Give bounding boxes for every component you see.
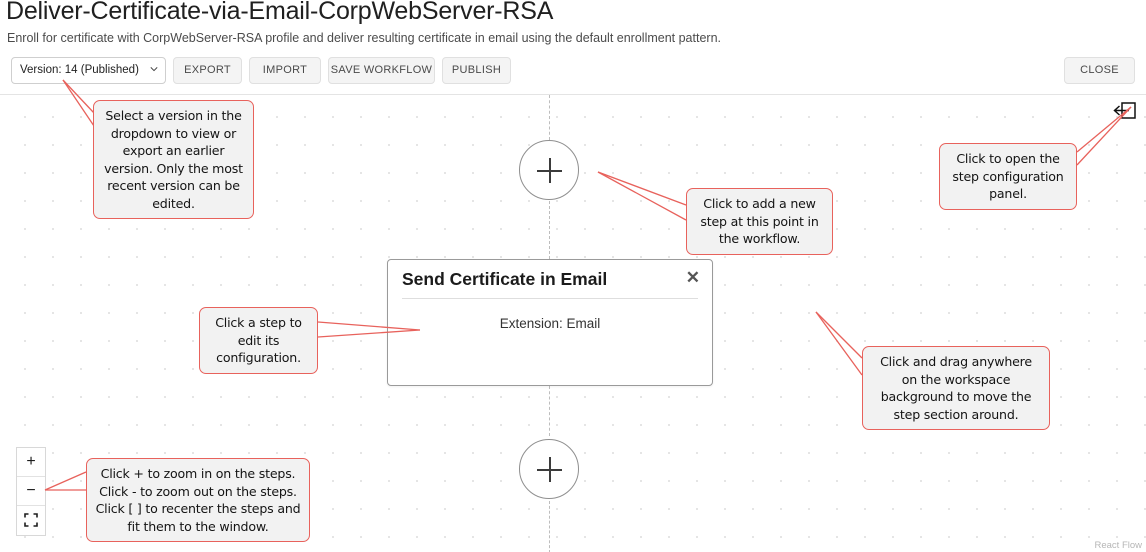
zoom-controls: + − <box>16 447 46 536</box>
callout-version-dropdown: Select a version in the dropdown to view… <box>93 100 254 219</box>
callout-add-step: Click to add a new step at this point in… <box>686 188 833 255</box>
react-flow-attribution: React Flow <box>1094 540 1142 551</box>
divider <box>402 298 698 299</box>
panel-left-arrow-icon <box>1113 102 1136 119</box>
connector-line <box>549 95 550 140</box>
workflow-step-card[interactable]: Send Certificate in Email ✕ Extension: E… <box>387 259 713 386</box>
step-card-body: Extension: Email <box>499 316 601 331</box>
version-select[interactable]: Version: 14 (Published) <box>11 57 166 84</box>
export-button[interactable]: EXPORT <box>173 57 242 84</box>
chevron-down-icon <box>150 67 158 72</box>
version-select-value: Version: 14 (Published) <box>20 64 139 76</box>
callout-zoom-controls: Click + to zoom in on the steps. Click -… <box>86 458 310 542</box>
callout-config-panel: Click to open the step configuration pan… <box>939 143 1077 210</box>
add-step-button-bottom[interactable] <box>519 439 579 499</box>
connector-line <box>549 386 550 436</box>
callout-edit-step: Click a step to edit its configuration. <box>199 307 318 374</box>
step-card-title: Send Certificate in Email <box>402 269 608 289</box>
connector-line <box>549 201 550 259</box>
connector-line <box>549 501 550 552</box>
open-config-panel-icon[interactable] <box>1113 100 1137 122</box>
callout-drag-canvas: Click and drag anywhere on the workspace… <box>862 346 1050 430</box>
toolbar: Version: 14 (Published) EXPORT IMPORT SA… <box>0 56 1146 94</box>
import-button[interactable]: IMPORT <box>249 57 321 84</box>
save-workflow-button[interactable]: SAVE WORKFLOW <box>328 57 435 84</box>
close-icon[interactable]: ✕ <box>685 268 700 287</box>
zoom-in-button[interactable]: + <box>17 448 45 477</box>
page-title: Deliver-Certificate-via-Email-CorpWebSer… <box>6 0 554 25</box>
add-step-button-top[interactable] <box>519 140 579 200</box>
publish-button[interactable]: PUBLISH <box>442 57 511 84</box>
fit-view-icon <box>24 513 38 527</box>
fit-view-button[interactable] <box>17 506 45 535</box>
close-button[interactable]: CLOSE <box>1064 57 1135 84</box>
zoom-out-button[interactable]: − <box>17 477 45 506</box>
page-subtitle: Enroll for certificate with CorpWebServe… <box>7 31 721 45</box>
